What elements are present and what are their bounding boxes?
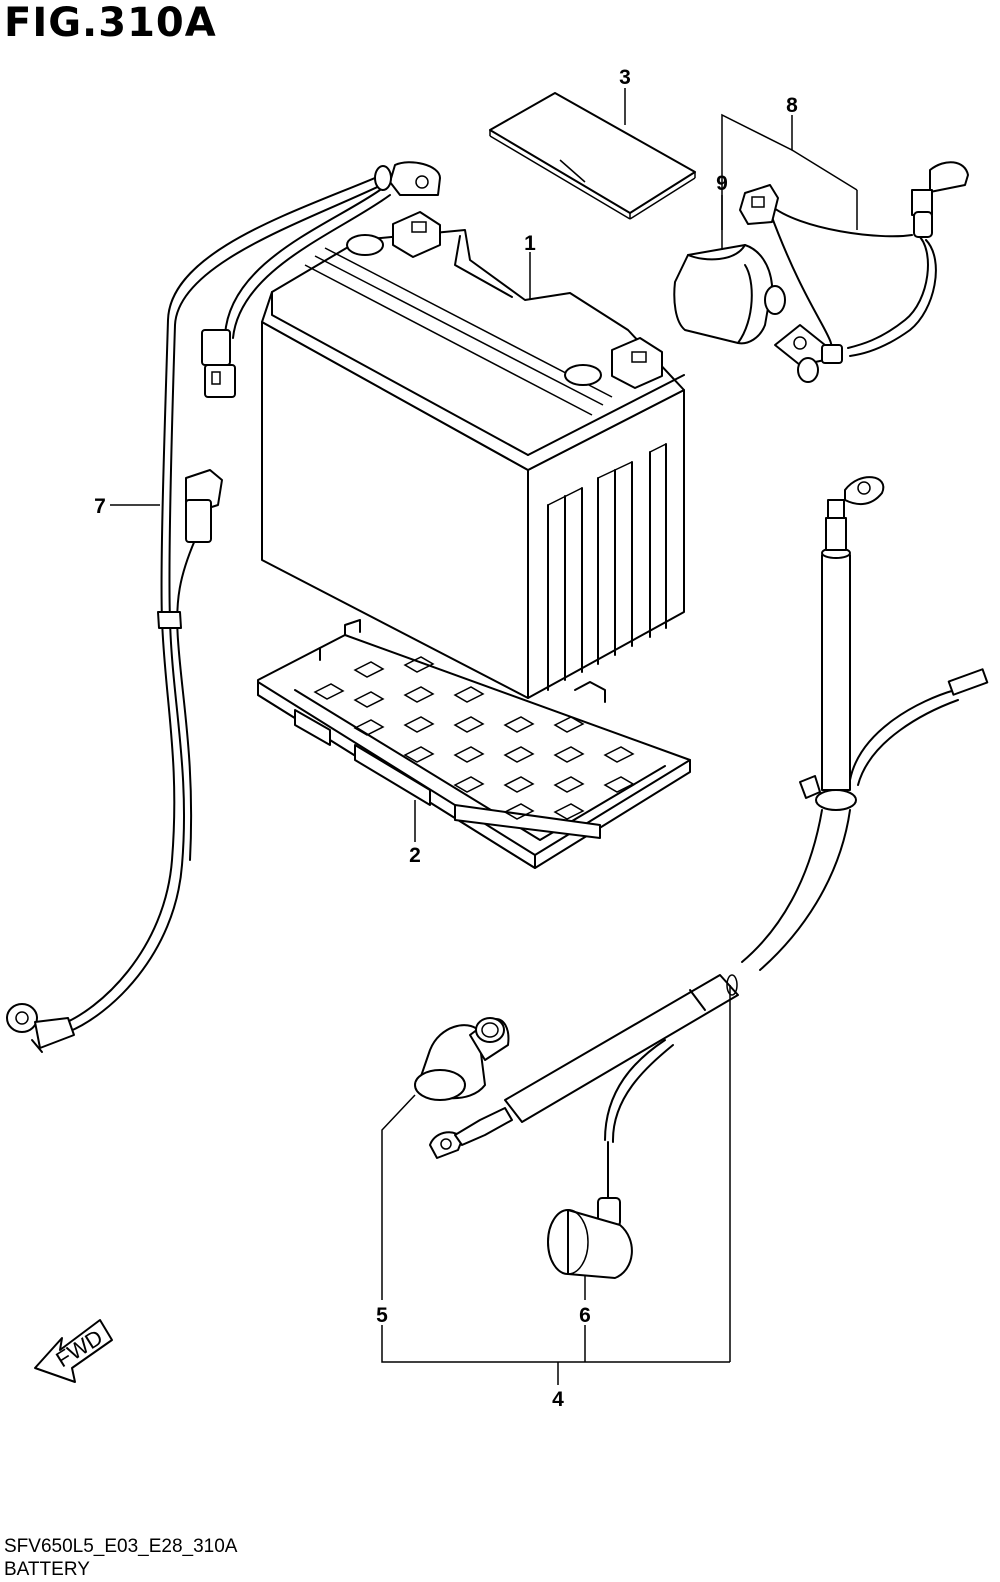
leader-lines: [110, 88, 858, 1385]
callout-9: 9: [716, 172, 728, 195]
battery-part: [261, 211, 685, 699]
callout-7: 7: [94, 495, 106, 518]
callout-2: 2: [409, 844, 421, 867]
forward-direction-arrow: FWD: [34, 1319, 113, 1383]
positive-cable-part: [414, 476, 989, 1279]
battery-pad-part: [489, 92, 696, 220]
battery-tray-part: [257, 619, 691, 869]
callout-4: 4: [552, 1388, 564, 1411]
callout-3: 3: [619, 66, 631, 89]
diagram-code: SFV650L5_E03_E28_310A: [4, 1536, 238, 1557]
callout-1: 1: [524, 232, 536, 255]
callout-5: 5: [376, 1304, 388, 1327]
relay-lead-part: [673, 161, 969, 383]
callout-6: 6: [579, 1304, 591, 1327]
figure-title: FIG.310A: [4, 0, 217, 46]
callout-8: 8: [786, 94, 798, 117]
diagram-name: BATTERY: [4, 1559, 90, 1580]
harness-part: [6, 161, 441, 1053]
